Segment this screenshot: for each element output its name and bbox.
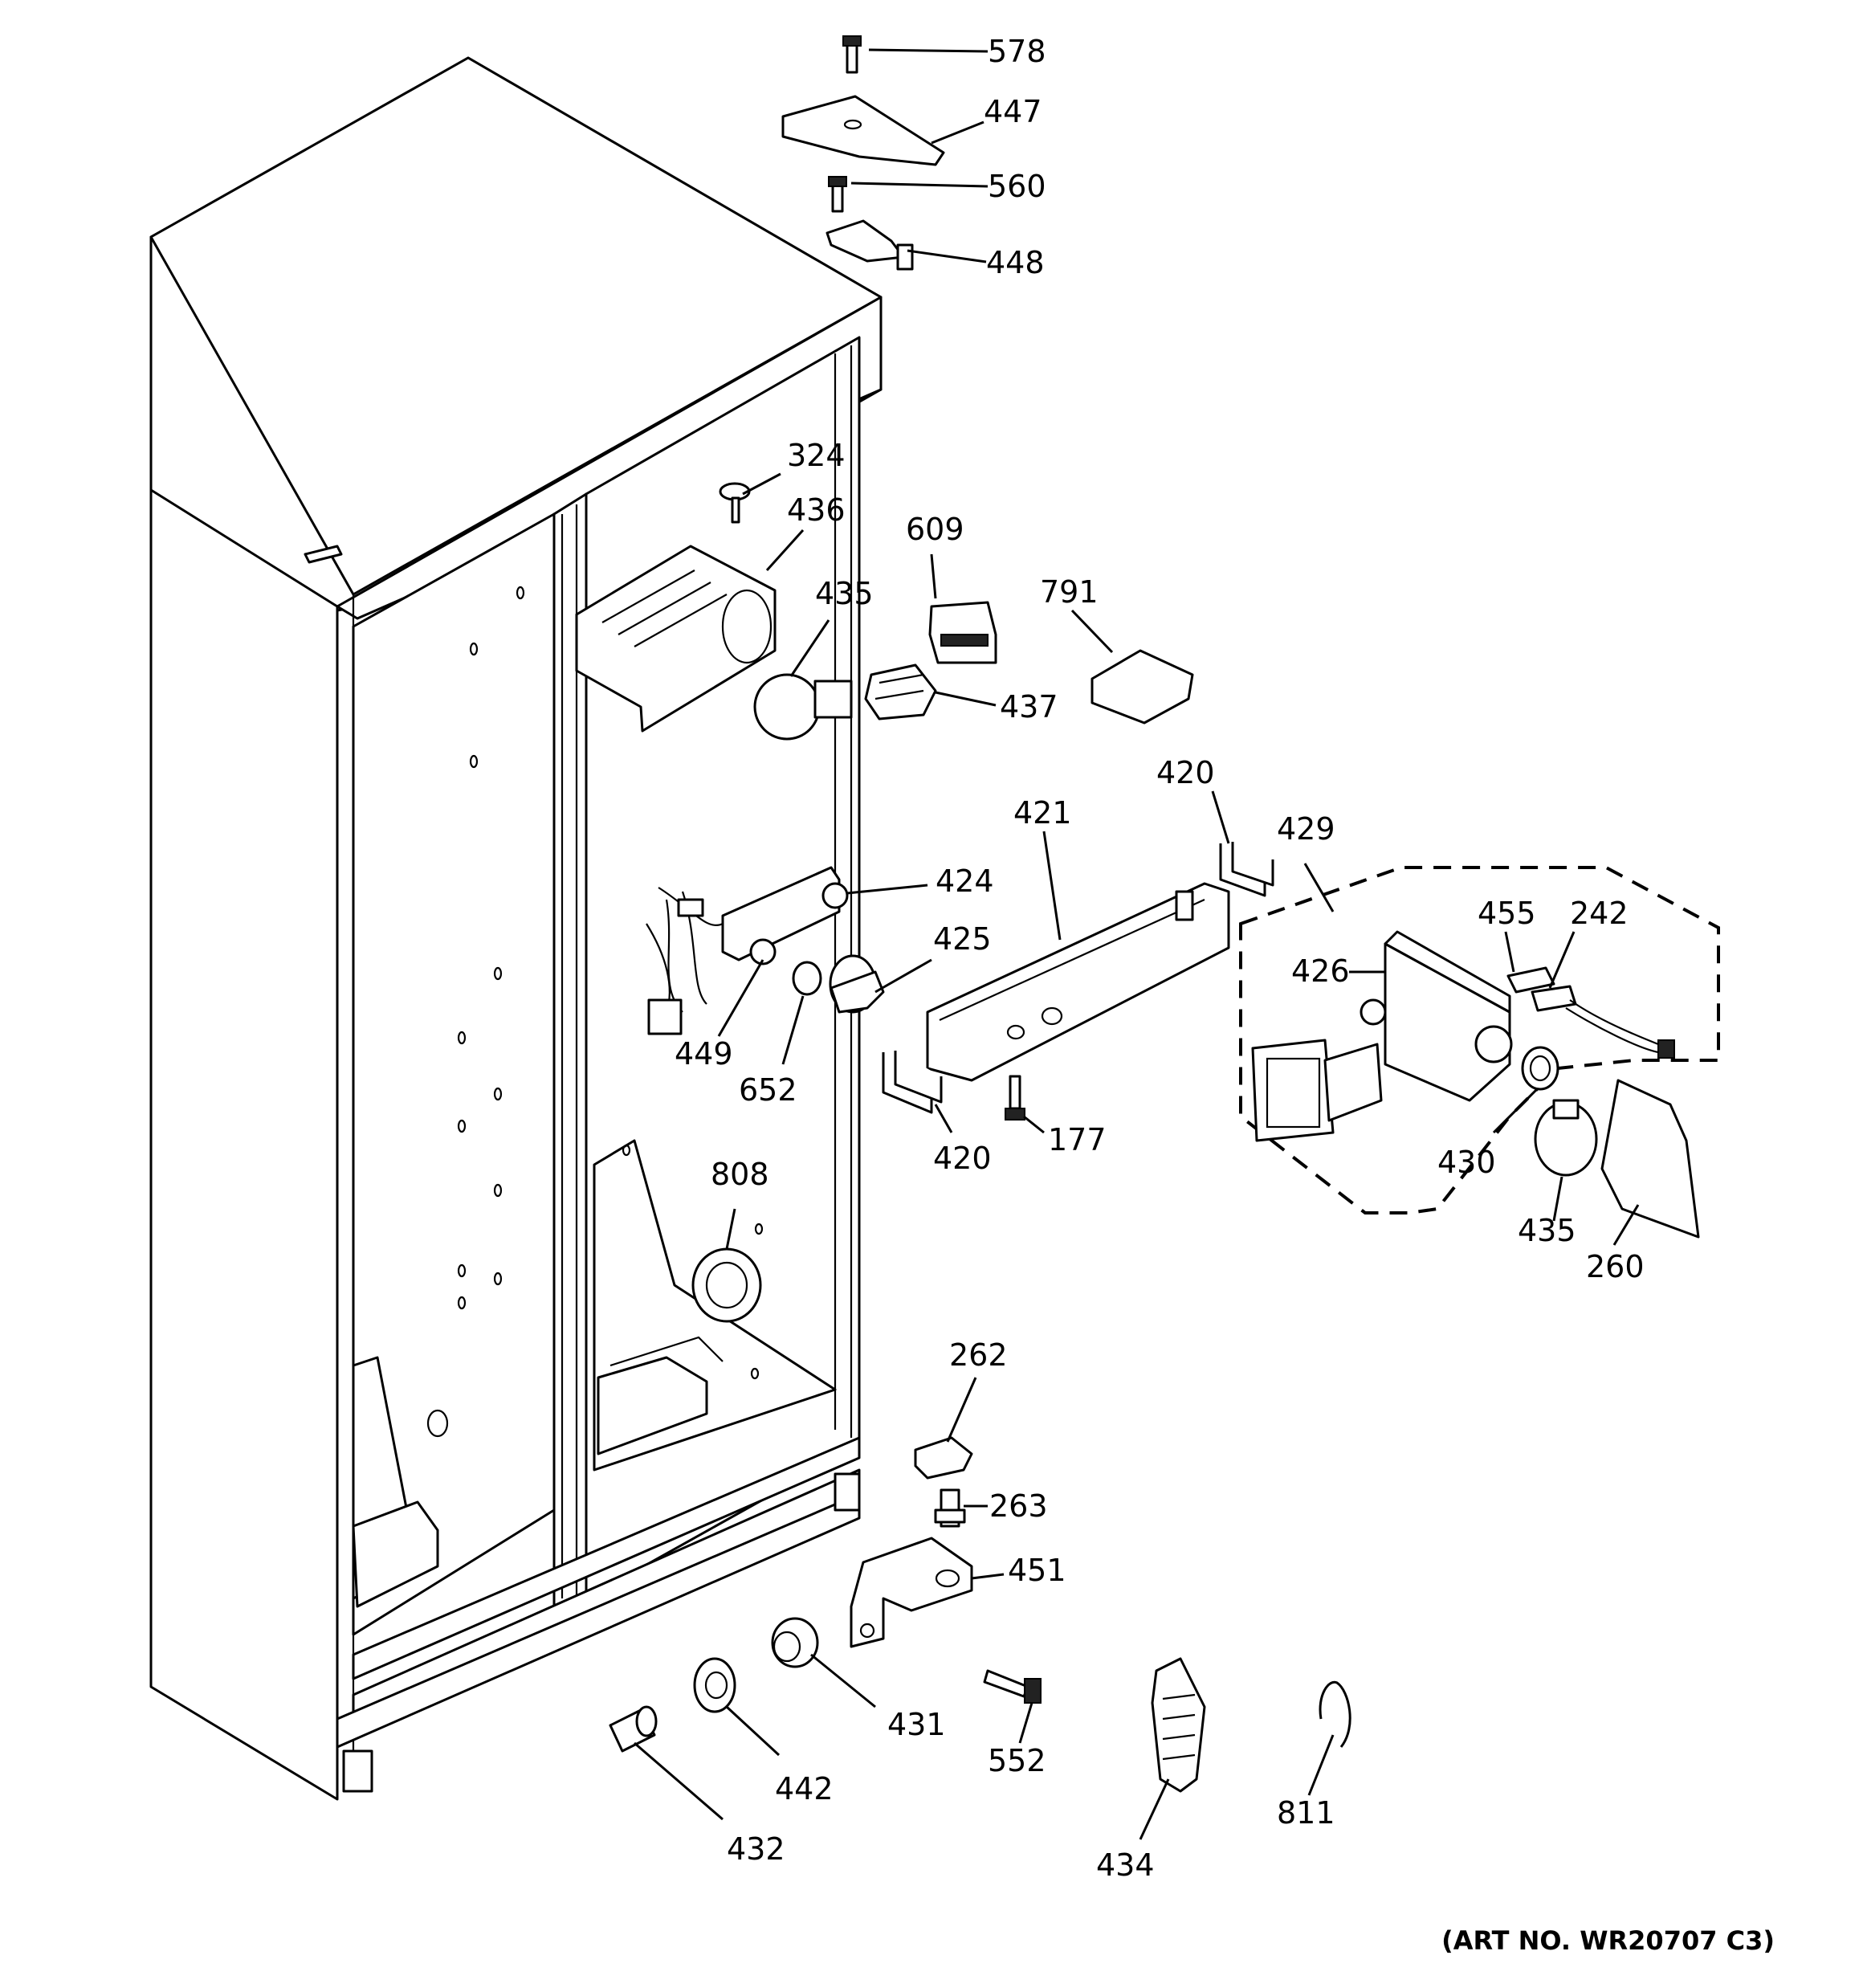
callout-652: 652 <box>739 1072 797 1108</box>
callout-242: 242 <box>1570 896 1629 931</box>
wire-harness-449 <box>646 887 724 1035</box>
callout-430: 430 <box>1437 1145 1496 1180</box>
callout-455: 455 <box>1478 896 1536 931</box>
callout-429: 429 <box>1277 811 1335 847</box>
washer-442 <box>693 1657 736 1713</box>
callout-436: 436 <box>787 492 846 528</box>
bushing-431 <box>771 1617 819 1668</box>
bushing-652 <box>792 961 822 996</box>
socket-430 <box>1521 1046 1559 1091</box>
grille-434 <box>1151 1657 1206 1793</box>
callout-808: 808 <box>711 1157 769 1192</box>
top-hinge-assembly <box>781 35 945 271</box>
bracket-420-bottom <box>882 1051 943 1114</box>
bushing-262 <box>914 1436 973 1480</box>
callout-421: 421 <box>1013 795 1072 831</box>
callout-448: 448 <box>986 245 1045 280</box>
art-number: (ART NO. WR20707 C3) <box>1441 1925 1775 1956</box>
screw-177 <box>1005 1075 1025 1121</box>
callout-435-b: 435 <box>1518 1213 1576 1248</box>
callout-177: 177 <box>1048 1122 1107 1157</box>
callout-424: 424 <box>936 863 994 899</box>
callout-811: 811 <box>1277 1795 1335 1831</box>
control-box-426 <box>1251 930 1513 1142</box>
callout-434: 434 <box>1096 1847 1155 1883</box>
bottom-hinge-451 <box>850 1537 973 1648</box>
socket-437 <box>864 663 937 720</box>
callout-432: 432 <box>727 1831 785 1867</box>
control-housing-421 <box>926 882 1230 1082</box>
light-shield-436 <box>575 545 777 733</box>
callout-791: 791 <box>1040 574 1099 610</box>
callout-426: 426 <box>1291 953 1350 989</box>
light-cover-791 <box>1090 649 1194 725</box>
light-bulb-435 <box>753 673 853 741</box>
callout-442: 442 <box>775 1771 834 1806</box>
cover-260 <box>1600 1079 1700 1239</box>
callout-420-top: 420 <box>1156 755 1215 790</box>
callout-263: 263 <box>989 1488 1048 1524</box>
callout-560: 560 <box>988 169 1046 204</box>
knob-425 <box>829 954 885 1014</box>
callout-437: 437 <box>1000 689 1058 725</box>
top-hinge-448 <box>826 219 905 263</box>
pin-263 <box>934 1488 966 1528</box>
screw-552 <box>983 1669 1042 1704</box>
plug-808 <box>691 1247 762 1323</box>
callout-324: 324 <box>787 438 846 473</box>
callout-262: 262 <box>949 1337 1008 1373</box>
callout-552: 552 <box>988 1743 1046 1778</box>
thermostat-424 <box>721 866 849 965</box>
callout-609: 609 <box>906 512 964 547</box>
callout-578: 578 <box>988 34 1046 69</box>
callout-451: 451 <box>1008 1553 1066 1588</box>
harness-242 <box>1531 985 1675 1059</box>
refrigerator-cabinet <box>149 56 883 1801</box>
callout-425: 425 <box>933 921 992 957</box>
leader-lines <box>634 48 1640 1840</box>
sensor-455 <box>1506 966 1555 994</box>
switch-609 <box>928 601 997 664</box>
callout-449: 449 <box>675 1036 733 1072</box>
callout-435: 435 <box>815 576 874 611</box>
callout-260: 260 <box>1586 1249 1645 1284</box>
hinge-cover-447 <box>781 95 945 166</box>
callout-labels: 578 447 560 448 324 436 609 435 791 437 … <box>675 34 1645 1883</box>
light-bulb-435-b <box>1534 1099 1598 1177</box>
callout-431: 431 <box>887 1707 946 1742</box>
spacer-432 <box>609 1705 658 1753</box>
bracket-420-top <box>1219 842 1274 897</box>
clip-811 <box>1319 1680 1351 1748</box>
callout-420-bottom: 420 <box>933 1141 992 1176</box>
callout-447: 447 <box>984 94 1042 129</box>
